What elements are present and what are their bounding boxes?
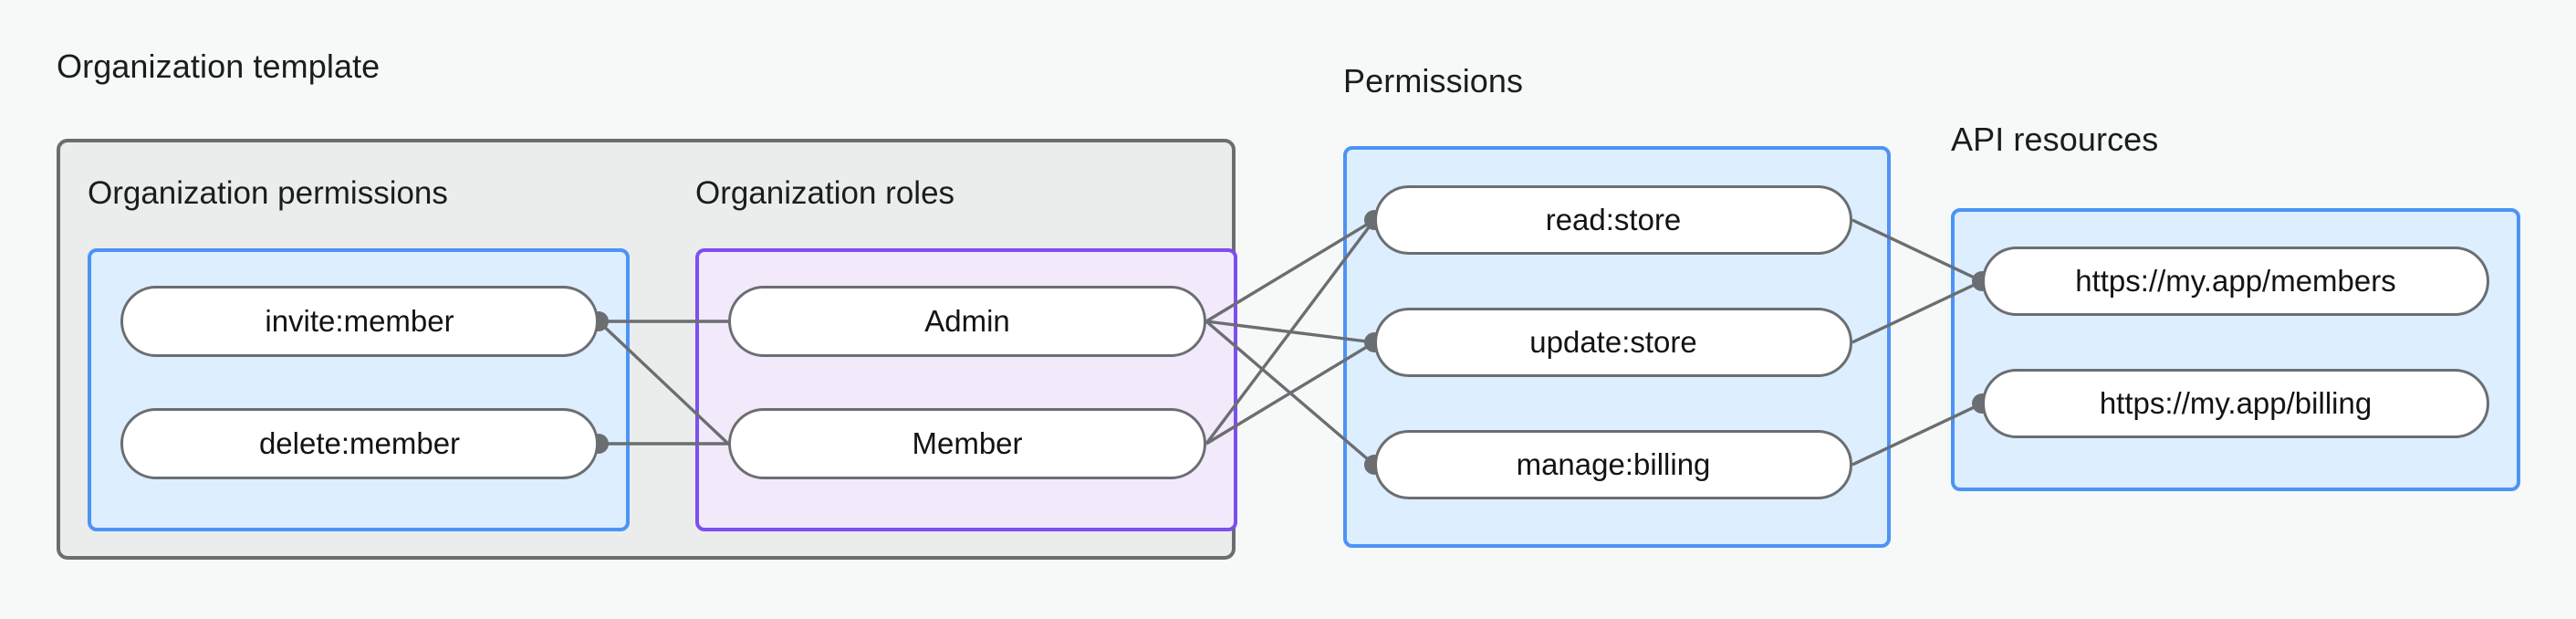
node-admin[interactable]: Admin bbox=[728, 286, 1206, 357]
section-title-permissions: Permissions bbox=[1343, 62, 1524, 100]
node-read-store[interactable]: read:store bbox=[1374, 185, 1852, 255]
node-update-store[interactable]: update:store bbox=[1374, 308, 1852, 377]
section-title-api-resources: API resources bbox=[1951, 121, 2159, 158]
node-billing-url[interactable]: https://my.app/billing bbox=[1982, 369, 2489, 438]
node-invite-member[interactable]: invite:member bbox=[120, 286, 599, 357]
node-member[interactable]: Member bbox=[728, 408, 1206, 479]
node-delete-member[interactable]: delete:member bbox=[120, 408, 599, 479]
group-title-organization-permissions: Organization permissions bbox=[88, 175, 448, 211]
node-manage-billing[interactable]: manage:billing bbox=[1374, 430, 1852, 499]
section-title-organization-template: Organization template bbox=[57, 47, 381, 85]
node-members-url[interactable]: https://my.app/members bbox=[1982, 247, 2489, 316]
group-title-organization-roles: Organization roles bbox=[695, 175, 955, 211]
